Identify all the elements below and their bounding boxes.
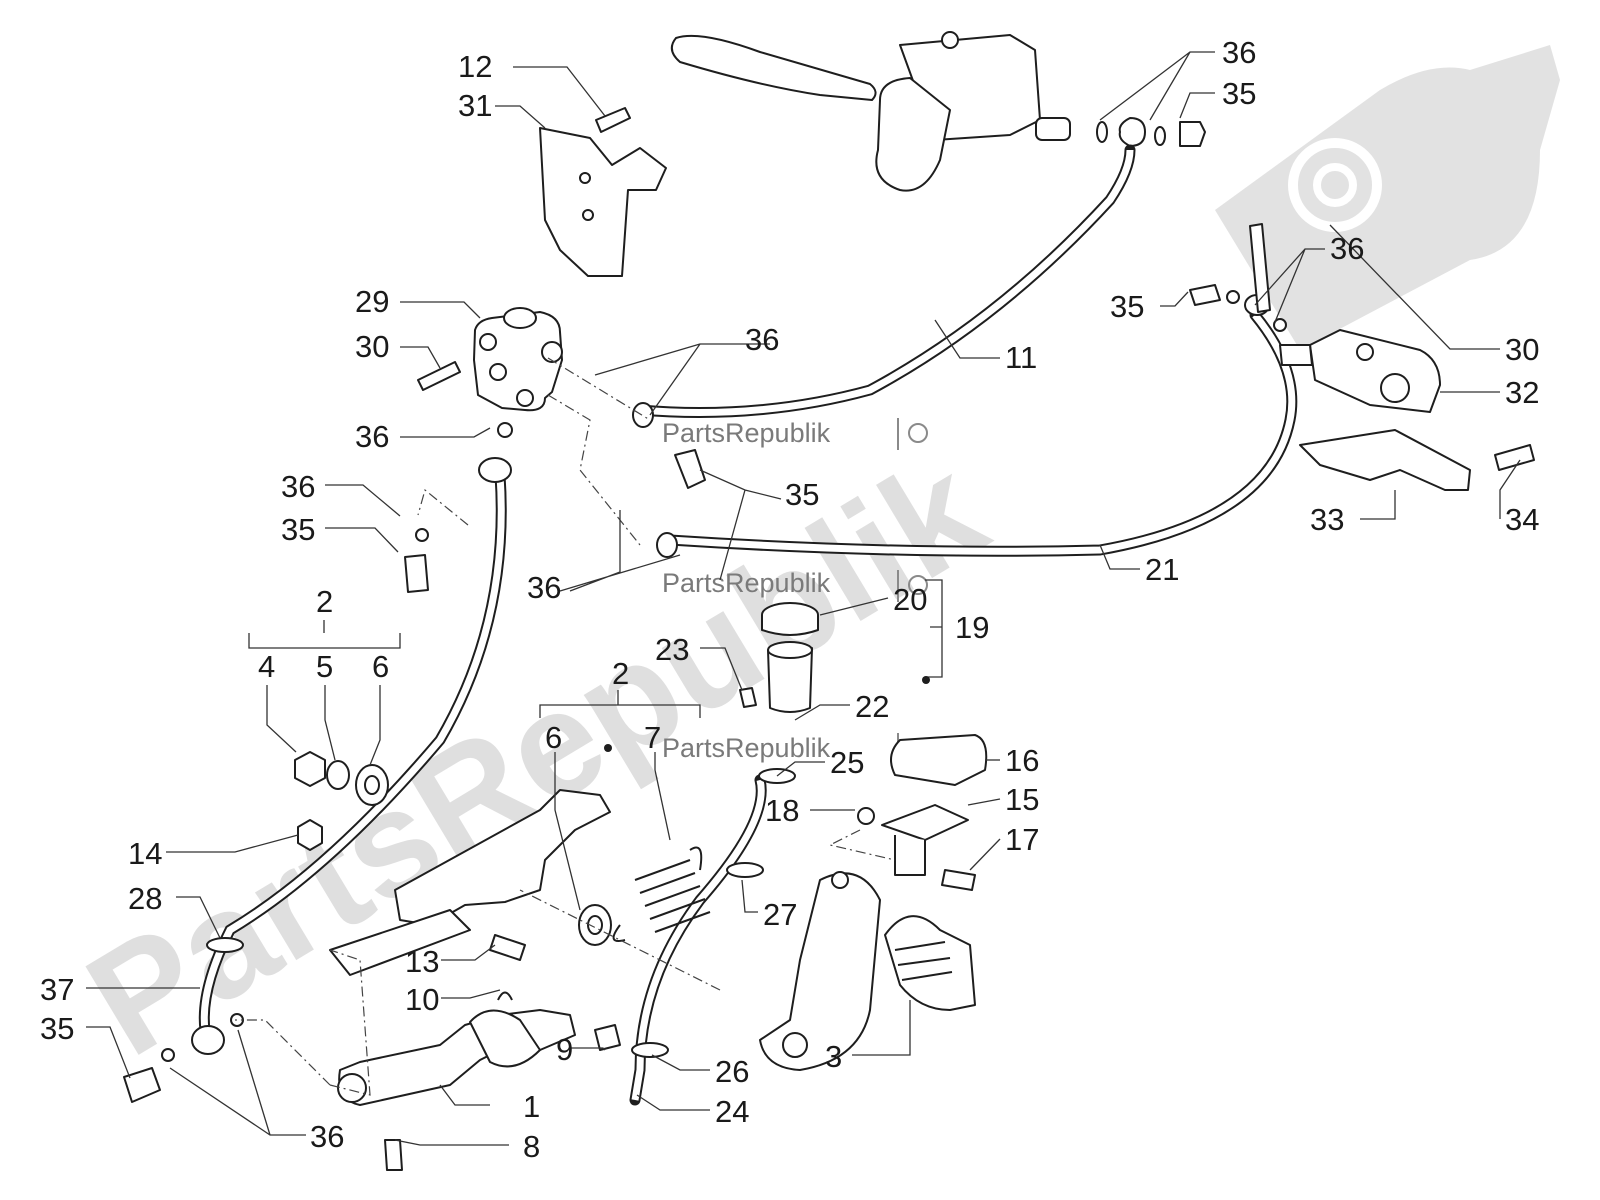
bushing-6-left xyxy=(355,764,389,806)
callout-21: 21 xyxy=(1145,552,1179,587)
callout-29: 29 xyxy=(355,284,389,319)
hose-21 xyxy=(664,309,1298,557)
callout-35-a: 35 xyxy=(281,512,315,547)
master-cylinder-fittings-top xyxy=(1096,117,1206,147)
dot-19 xyxy=(922,676,930,684)
callout-14: 14 xyxy=(128,836,162,871)
callout-7: 7 xyxy=(644,720,661,755)
bolt-12 xyxy=(595,107,631,133)
nut-4 xyxy=(294,751,326,787)
callout-36-g: 36 xyxy=(1330,231,1364,266)
bushing-6-mid xyxy=(578,904,612,946)
callout-2-right: 2 xyxy=(612,656,629,691)
master-cylinder-1 xyxy=(337,1009,576,1106)
callout-labels: 12 31 29 30 36 36 35 2 4 5 6 14 28 37 35… xyxy=(40,35,1539,1164)
callout-6-right: 6 xyxy=(545,720,562,755)
callout-23: 23 xyxy=(655,632,689,667)
watermark-gear-logo xyxy=(1215,45,1560,350)
bolt-30-left xyxy=(417,361,461,391)
pedal-pad-16 xyxy=(890,734,988,786)
bolt-34 xyxy=(1494,444,1535,471)
pedal-plate-15 xyxy=(881,804,969,876)
boot-3 xyxy=(884,915,976,1011)
callout-9: 9 xyxy=(556,1032,573,1067)
callout-24: 24 xyxy=(715,1094,749,1129)
watermark-small-text-2: PartsRepublik xyxy=(662,568,831,598)
callout-1: 1 xyxy=(523,1089,540,1124)
callout-36-e: 36 xyxy=(745,322,779,357)
hose-24 xyxy=(629,774,767,1106)
assembly-dashes xyxy=(235,357,896,1096)
dot-2 xyxy=(604,744,612,752)
callout-35-e: 35 xyxy=(1110,289,1144,324)
callout-37: 37 xyxy=(40,972,74,1007)
callout-26: 26 xyxy=(715,1054,749,1089)
callout-28: 28 xyxy=(128,881,162,916)
callout-11: 11 xyxy=(1005,340,1037,375)
bolt-30-right xyxy=(1249,223,1271,313)
callout-19: 19 xyxy=(955,610,989,645)
callout-36-d: 36 xyxy=(527,570,561,605)
callout-16: 16 xyxy=(1005,743,1039,778)
callout-32: 32 xyxy=(1505,375,1539,410)
hose-clips xyxy=(206,768,796,1058)
callout-13: 13 xyxy=(405,944,439,979)
callout-33: 33 xyxy=(1310,502,1344,537)
callout-25: 25 xyxy=(830,745,864,780)
callout-8: 8 xyxy=(523,1129,540,1164)
nut-18 xyxy=(857,807,875,825)
callout-36-a: 36 xyxy=(355,419,389,454)
bracket-33 xyxy=(1299,429,1471,491)
callout-22: 22 xyxy=(855,689,889,724)
callout-36-c: 36 xyxy=(310,1119,344,1154)
callout-10: 10 xyxy=(405,982,439,1017)
watermark-small-text-3: PartsRepublik xyxy=(662,733,831,763)
callout-30-left: 30 xyxy=(355,329,389,364)
bolt-13 xyxy=(489,934,526,961)
callout-18: 18 xyxy=(765,793,799,828)
hose-11 xyxy=(634,144,1136,418)
nut-14 xyxy=(297,819,323,851)
callout-3: 3 xyxy=(825,1039,842,1074)
banjo-bolts-35 xyxy=(123,284,1221,1103)
leader-lines xyxy=(86,51,1521,1146)
callout-12: 12 xyxy=(458,49,492,84)
reservoir-19 xyxy=(739,602,819,713)
callout-2-left: 2 xyxy=(316,584,333,619)
hose-37 xyxy=(198,469,507,1036)
callout-35-b: 35 xyxy=(40,1011,74,1046)
callout-5: 5 xyxy=(316,649,333,684)
cylinder-32 xyxy=(1279,329,1441,413)
bolt-8 xyxy=(384,1139,403,1171)
front-brake-lever xyxy=(670,31,1071,192)
washer-5 xyxy=(326,760,350,790)
callout-6-left: 6 xyxy=(372,649,389,684)
valve-29 xyxy=(473,307,563,412)
bracket-frame xyxy=(329,789,611,976)
spring-7 xyxy=(612,846,711,942)
callout-36-f: 36 xyxy=(1222,35,1256,70)
watermark-small-text-1: PartsRepublik xyxy=(662,418,831,448)
bolt-17 xyxy=(941,869,976,891)
callout-20: 20 xyxy=(893,582,927,617)
callout-30-right: 30 xyxy=(1505,332,1539,367)
callout-36-b: 36 xyxy=(281,469,315,504)
callout-4: 4 xyxy=(258,649,275,684)
callout-15: 15 xyxy=(1005,782,1039,817)
callout-17: 17 xyxy=(1005,822,1039,857)
pin-9 xyxy=(594,1024,621,1051)
callout-35-c: 35 xyxy=(785,477,819,512)
bracket-31 xyxy=(539,127,667,277)
callout-34: 34 xyxy=(1505,502,1539,537)
callout-27: 27 xyxy=(763,897,797,932)
callout-35-d: 35 xyxy=(1222,76,1256,111)
callout-31: 31 xyxy=(458,88,492,123)
clip-10 xyxy=(497,991,513,1001)
pedal-arm xyxy=(759,871,881,1071)
